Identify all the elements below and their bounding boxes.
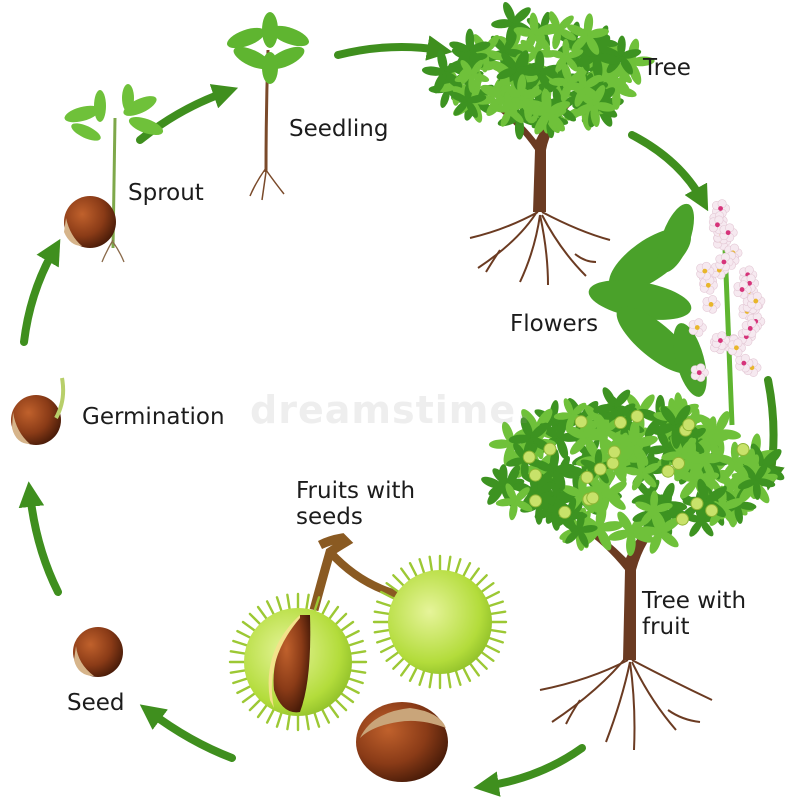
sprout-nut (64, 196, 116, 248)
closed-husk (372, 554, 508, 690)
arrow-fruits-to-seed (139, 704, 236, 762)
stage-label-tree: Tree (643, 55, 691, 81)
stage-label-germination: Germination (82, 404, 225, 430)
stage-label-flowers: Flowers (510, 311, 599, 337)
germination-illustration (11, 377, 66, 445)
arrow-seedling-to-tree (334, 35, 453, 61)
arrow-germination-to-sprout (20, 238, 61, 346)
arrow-tree-to-flowers (628, 131, 709, 212)
arrow-seed-to-germination (18, 481, 62, 596)
tree-roots (469, 209, 611, 286)
flower-blossoms (688, 199, 766, 382)
stage-label-seedling: Seedling (289, 116, 389, 142)
seedling-illustration (227, 12, 309, 201)
tree-illustration (421, 1, 655, 286)
sprout-illustration (64, 84, 164, 263)
flowers-illustration (588, 199, 766, 426)
husk-opening-nut (273, 615, 311, 713)
seed-illustration (73, 627, 123, 677)
cycle-arrows (18, 35, 785, 797)
watermark-text: dreamstime. (250, 388, 532, 432)
tree-with-fruit-illustration (481, 387, 785, 751)
stage-label-seed: Seed (67, 690, 125, 716)
stage-label-fruits-with-seeds: Fruits with seeds (296, 478, 416, 531)
fruits-illustration (228, 533, 508, 782)
arrow-treefruit-to-fruits (473, 744, 586, 797)
tree-canopy (421, 1, 655, 140)
stage-label-tree-with-fruit: Tree with fruit (642, 588, 747, 641)
stage-label-sprout: Sprout (128, 180, 204, 206)
fruit-tree-canopy (481, 387, 785, 557)
